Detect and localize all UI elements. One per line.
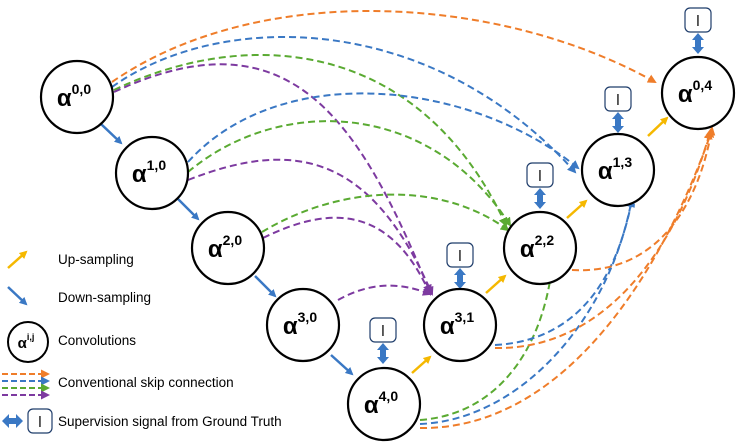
node-sup: 2,0 <box>223 232 243 248</box>
node-alpha-2-2: α2,2 <box>502 210 578 286</box>
up-sampling-arrows <box>411 116 669 374</box>
node-base: α <box>598 158 613 185</box>
node-base: α <box>57 85 72 112</box>
svg-text:α4,0: α4,0 <box>364 388 398 419</box>
supervision-31: l <box>446 242 474 289</box>
skip-green-10-22 <box>187 120 512 227</box>
node-base: α <box>208 236 223 263</box>
supervision-13: l <box>604 86 632 133</box>
skip-purple-20-31 <box>262 216 432 296</box>
svg-text:α3,1: α3,1 <box>440 309 474 340</box>
node-sup: 0,0 <box>72 81 92 97</box>
node-base: α <box>678 81 693 108</box>
legend: Up-sampling Down-sampling αi,j Convoluti… <box>2 250 282 434</box>
node-sup: 3,0 <box>298 309 318 325</box>
skip-blue-31-13 <box>494 198 636 346</box>
node-sup: 0,4 <box>693 77 713 93</box>
svg-text:α0,4: α0,4 <box>678 77 712 108</box>
legend-conv-circle <box>7 321 49 363</box>
legend-up-arrow <box>7 250 28 269</box>
up-arrow-13-04 <box>647 116 669 137</box>
svg-text:α1,3: α1,3 <box>598 154 632 185</box>
double-arrow-icon <box>377 343 389 364</box>
node-alpha-3-1: α3,1 <box>422 287 498 363</box>
svg-text:α3,0: α3,0 <box>283 309 317 340</box>
supervision-label: l <box>381 324 385 340</box>
skip-green-00-22 <box>113 53 508 227</box>
legend-skip-label: Conventional skip connection <box>58 375 234 390</box>
legend-down-arrow <box>7 286 28 306</box>
up-arrow-22-13 <box>566 199 588 219</box>
double-arrow-icon <box>454 268 466 289</box>
node-alpha-1-0: α1,0 <box>114 135 190 211</box>
skip-blue-00-13 <box>111 36 577 174</box>
node-alpha-4-0: α4,0 <box>346 366 422 442</box>
node-sup: 1,3 <box>613 154 633 170</box>
svg-text:αi,j: αi,j <box>18 332 35 352</box>
legend-up-label: Up-sampling <box>58 252 134 267</box>
node-alpha-0-4: α0,4 <box>660 55 736 131</box>
supervision-22: l <box>526 162 554 209</box>
node-alpha-1-3: α1,3 <box>580 132 656 208</box>
skip-blue-10-13 <box>187 92 580 170</box>
node-base: α <box>520 236 535 263</box>
node-base: α <box>440 313 455 340</box>
skip-orange-31-04 <box>494 130 713 350</box>
down-arrow-10-20 <box>176 197 200 221</box>
node-base: α <box>283 313 298 340</box>
nodes: α0,0 α1,0 α2,0 α3,0 α4,0 α3,1 α2,2 α1,3 <box>39 55 736 442</box>
svg-text:α1,0: α1,0 <box>132 157 166 188</box>
legend-conv-label: Convolutions <box>58 333 136 348</box>
supervision-label: l <box>458 249 462 265</box>
down-arrow-30-40 <box>330 354 354 376</box>
legend-conv-base: α <box>18 335 28 352</box>
node-alpha-2-0: α2,0 <box>190 210 266 286</box>
skip-green-40-22 <box>419 266 556 421</box>
down-arrow-20-30 <box>254 275 277 298</box>
skip-orange-22-04 <box>571 126 716 272</box>
up-arrow-40-31 <box>411 355 432 374</box>
skip-blue-40-13 <box>419 196 636 425</box>
node-alpha-0-0: α0,0 <box>39 59 115 135</box>
skip-orange-00-04 <box>111 10 657 83</box>
double-arrow-icon <box>534 188 546 209</box>
double-arrow-icon <box>692 33 704 54</box>
node-sup: 4,0 <box>379 388 399 404</box>
node-sup: 3,1 <box>455 309 475 325</box>
skip-connections <box>111 10 716 430</box>
up-arrow-31-22 <box>485 274 507 294</box>
skip-orange-40-04 <box>419 128 714 430</box>
double-arrow-icon <box>612 112 624 133</box>
node-sup: 2,2 <box>535 232 555 248</box>
supervision-label: l <box>696 14 700 30</box>
svg-text:α0,0: α0,0 <box>57 81 91 112</box>
down-arrow-00-10 <box>100 123 123 145</box>
legend-double-arrow-icon <box>2 414 23 428</box>
skip-green-20-22 <box>261 193 510 233</box>
node-sup: 1,0 <box>147 157 167 173</box>
svg-text:α2,2: α2,2 <box>520 232 554 263</box>
node-base: α <box>132 161 147 188</box>
supervision-04: l <box>684 7 712 54</box>
skip-purple-10-31 <box>187 158 434 296</box>
node-alpha-3-0: α3,0 <box>265 287 341 363</box>
supervision-label: l <box>538 169 542 185</box>
legend-supervision-label: Supervision signal from Ground Truth <box>58 414 282 429</box>
supervision-signals: l l l l l <box>369 7 712 364</box>
supervision-label: l <box>616 93 620 109</box>
legend-supervision-box-label: l <box>38 415 42 431</box>
skip-purple-00-31 <box>113 63 432 294</box>
down-sampling-arrows <box>100 123 354 376</box>
legend-down-label: Down-sampling <box>58 290 151 305</box>
node-base: α <box>364 392 379 419</box>
svg-text:α2,0: α2,0 <box>208 232 242 263</box>
legend-skip-lines <box>2 369 50 400</box>
legend-conv-sup: i,j <box>27 332 35 342</box>
skip-purple-30-31 <box>337 284 432 301</box>
supervision-40: l <box>369 317 397 364</box>
